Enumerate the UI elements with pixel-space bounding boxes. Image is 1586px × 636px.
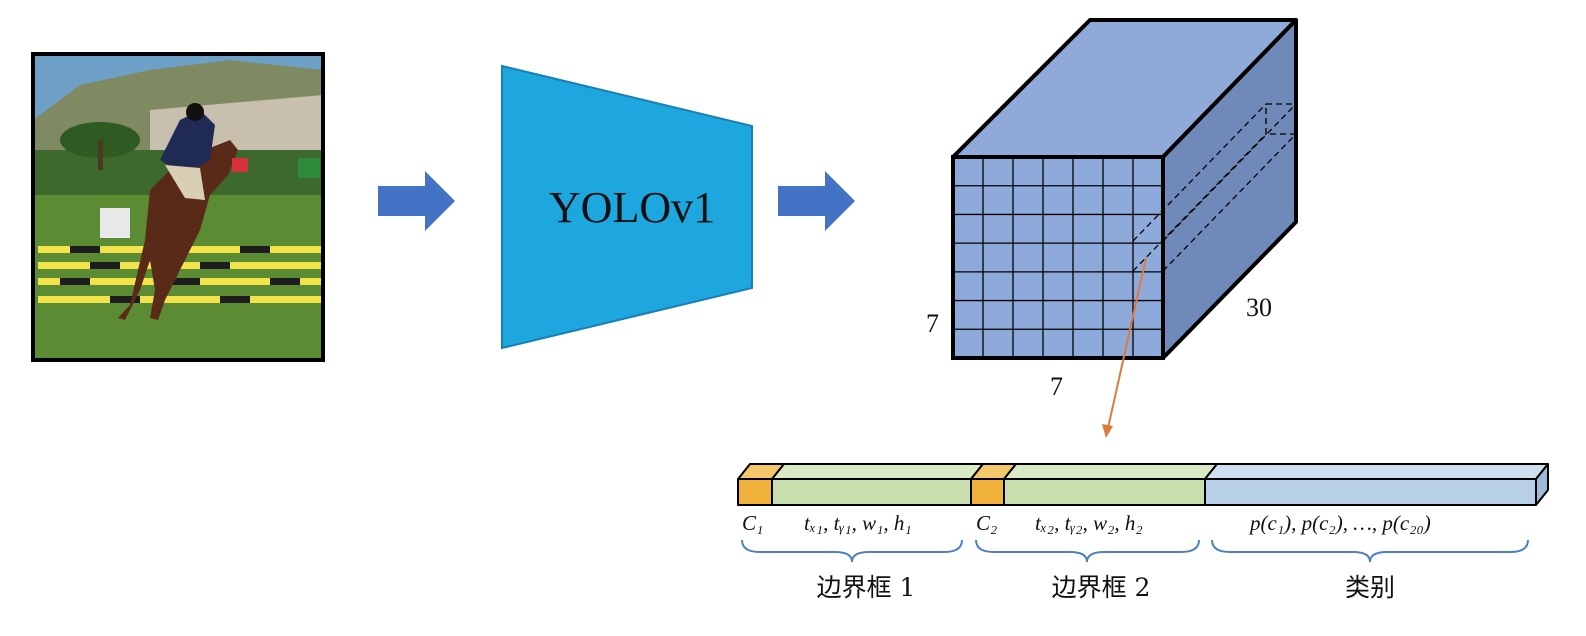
seg-box2-top [1003,463,1218,480]
cube-height-label: 7 [926,309,939,338]
seg-c2 [970,478,1005,506]
seg-box1-top [771,463,984,480]
label-c2: C₂ [976,511,997,535]
seg-box1 [771,478,972,506]
brace-box1 [741,539,963,563]
cell-column-dashed [1132,103,1297,272]
cube-front-face [951,155,1165,360]
cube-depth-label: 30 [1246,293,1272,322]
label-box1: tₓ₁, tᵧ₁, w₁, h₁ [804,511,912,535]
cube-grid [953,157,1163,358]
brace-classes [1211,539,1529,563]
network-label: YOLOv1 [549,183,715,232]
yolo-network-block: YOLOv1 [501,64,753,350]
brace-box2 [975,539,1200,563]
group-label-box2: 边界框 2 [1052,573,1151,602]
seg-classes-top [1204,463,1549,480]
right-arrow-2 [778,171,855,231]
group-label-classes: 类别 [1345,573,1395,602]
input-image [31,52,325,362]
pointer-arrow [1102,257,1147,438]
cube-width-label: 7 [1050,372,1063,401]
label-box2: tₓ₂, tᵧ₂, w₂, h₂ [1035,511,1143,535]
prediction-vector [737,463,1549,506]
right-arrow-1 [378,171,455,231]
group-label-box1: 边界框 1 [817,573,916,602]
seg-c1 [737,478,773,506]
seg-box2 [1003,478,1206,506]
label-c1: C₁ [742,511,763,535]
label-classes: p(c₁), p(c₂), …, p(c₂₀) [1248,511,1431,535]
seg-classes [1204,478,1537,506]
output-tensor-cube: 7 7 30 [926,18,1298,401]
